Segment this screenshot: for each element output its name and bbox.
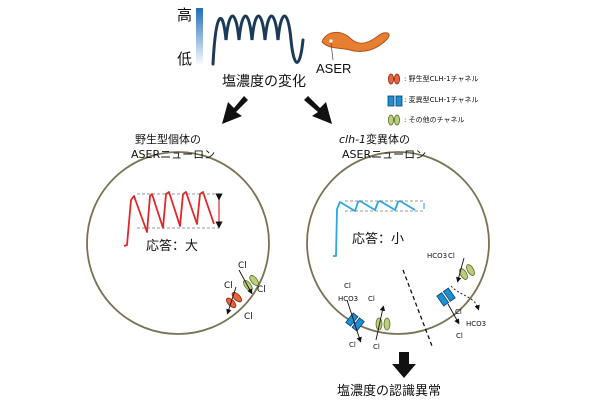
left-ion-cl-1: Cl — [238, 261, 247, 271]
right-ion-right-1: HCO3 — [427, 252, 448, 260]
right-ion-arrow-5 — [447, 303, 460, 325]
right-other-channels-bottom — [375, 317, 391, 331]
wildtype-title-line2: ASERニューロン — [131, 148, 216, 161]
right-ion-arrow-2 — [375, 305, 386, 341]
mutant-title-rest: 変異体の — [366, 133, 411, 146]
right-down-arrow — [304, 96, 332, 124]
legend-chip-other — [387, 114, 400, 126]
right-ion-left-1: Cl — [344, 282, 351, 290]
legend-chip-mutant — [387, 95, 403, 107]
mutant-title-line1: clh-1変異体の — [339, 134, 410, 145]
right-mutant-channels-left — [345, 312, 365, 332]
wildtype-neuron-cell — [86, 151, 270, 335]
right-ion-left-3: Cl — [368, 295, 375, 303]
left-ion-cl-2: Cl — [257, 285, 266, 295]
right-other-channels-top — [459, 264, 475, 280]
mutant-neuron-cell — [306, 151, 490, 335]
legend-chip-wildtype — [387, 73, 400, 85]
right-ion-left-2: HCO3 — [338, 295, 359, 303]
left-down-arrow — [222, 96, 248, 124]
wildtype-response-trace — [123, 191, 215, 247]
left-ion-cl-4: Cl — [244, 312, 253, 322]
salt-wave-icon — [211, 14, 305, 66]
worm-icon — [321, 32, 390, 61]
mutant-response-trace — [333, 200, 416, 257]
legend-label-other: : その他のチャネル — [404, 116, 465, 124]
worm-label: ASER — [316, 61, 352, 76]
right-mutant-channels-right — [436, 287, 456, 307]
conclusion-down-arrow — [392, 352, 416, 378]
left-ion-arrow-1 — [238, 269, 253, 295]
wildtype-response-label: 応答：大 — [146, 239, 199, 254]
right-ion-right-2: Cl — [448, 252, 455, 260]
right-ion-arrow-3 — [456, 257, 465, 283]
right-ion-right-3: Cl — [455, 308, 462, 316]
right-ion-right-4: HCO3 — [466, 320, 487, 328]
mutant-gene-name: clh-1 — [339, 133, 367, 146]
legend-label-wildtype: : 野生型CLH-1チャネル — [404, 75, 479, 83]
scale-high-label: 高 — [177, 6, 193, 24]
right-ion-left-5: Cl — [373, 343, 380, 351]
legend-label-mutant: : 変異型CLH-1チャネル — [404, 96, 479, 104]
right-ion-left-4: Cl — [349, 341, 356, 349]
mutant-title-line2: ASERニューロン — [342, 148, 427, 161]
stimulus-label: 塩濃度の変化 — [222, 74, 306, 90]
left-ion-cl-3: Cl — [224, 281, 233, 291]
wildtype-title-line1: 野生型個体の — [135, 133, 201, 146]
conclusion-label: 塩濃度の認識異常 — [337, 384, 442, 399]
mutant-response-label: 応答：小 — [352, 232, 405, 247]
right-ion-arrow-1 — [346, 299, 362, 343]
left-ion-arrow-2 — [226, 286, 237, 315]
right-ion-arrow-4 — [450, 285, 480, 311]
right-ion-right-5: Cl — [456, 332, 463, 340]
divider-dashed-line — [402, 269, 433, 347]
scale-low-label: 低 — [177, 50, 193, 68]
salt-gradient-bar — [196, 8, 203, 66]
